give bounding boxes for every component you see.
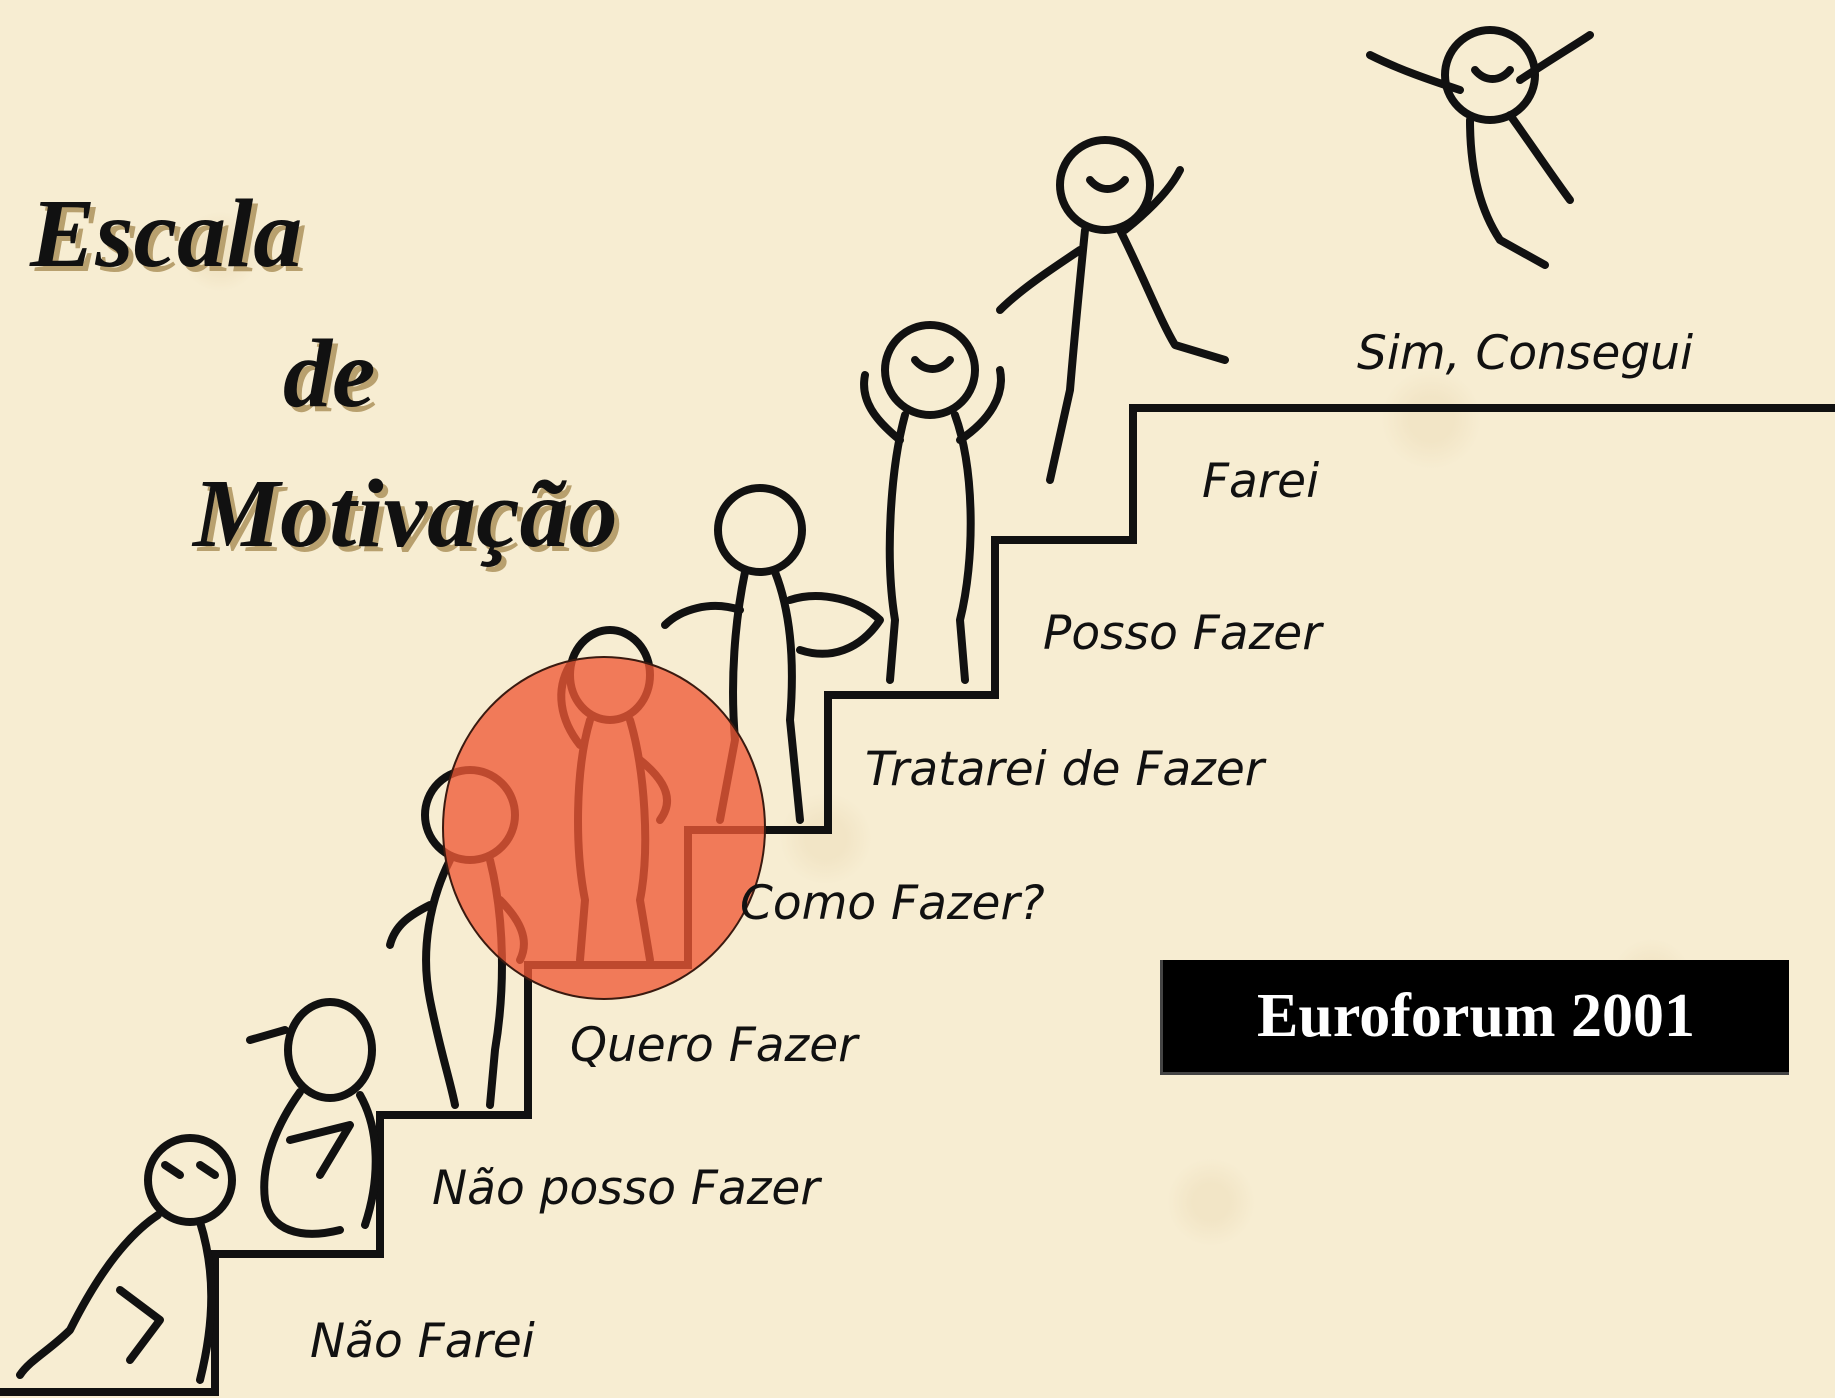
title-line-2: de — [283, 320, 376, 428]
step-label-4: Como Fazer? — [740, 876, 1045, 931]
step-label-7: Farei — [1202, 454, 1320, 509]
badge-text: Euroforum 2001 — [1256, 981, 1696, 1050]
title-line-3: Motivação — [193, 460, 618, 568]
step-label-3: Quero Fazer — [570, 1018, 858, 1073]
highlight-circle — [442, 656, 766, 1000]
step-label-2: Não posso Fazer — [432, 1161, 820, 1216]
figure-confident-icon — [860, 321, 1005, 684]
figure-sad-sitting-icon — [16, 1134, 236, 1384]
step-label-6: Posso Fazer — [1043, 606, 1322, 661]
figure-determined-icon — [996, 136, 1229, 484]
step-label-8: Sim, Consegui — [1357, 326, 1693, 381]
euroforum-badge: Euroforum 2001 — [1160, 960, 1789, 1075]
step-label-1: Não Farei — [310, 1314, 535, 1369]
figure-celebrating-icon — [1366, 26, 1594, 269]
title-line-1: Escala — [30, 180, 303, 288]
figure-sitting-arms-crossed-icon — [246, 998, 380, 1238]
step-label-5: Tratarei de Fazer — [865, 742, 1265, 797]
